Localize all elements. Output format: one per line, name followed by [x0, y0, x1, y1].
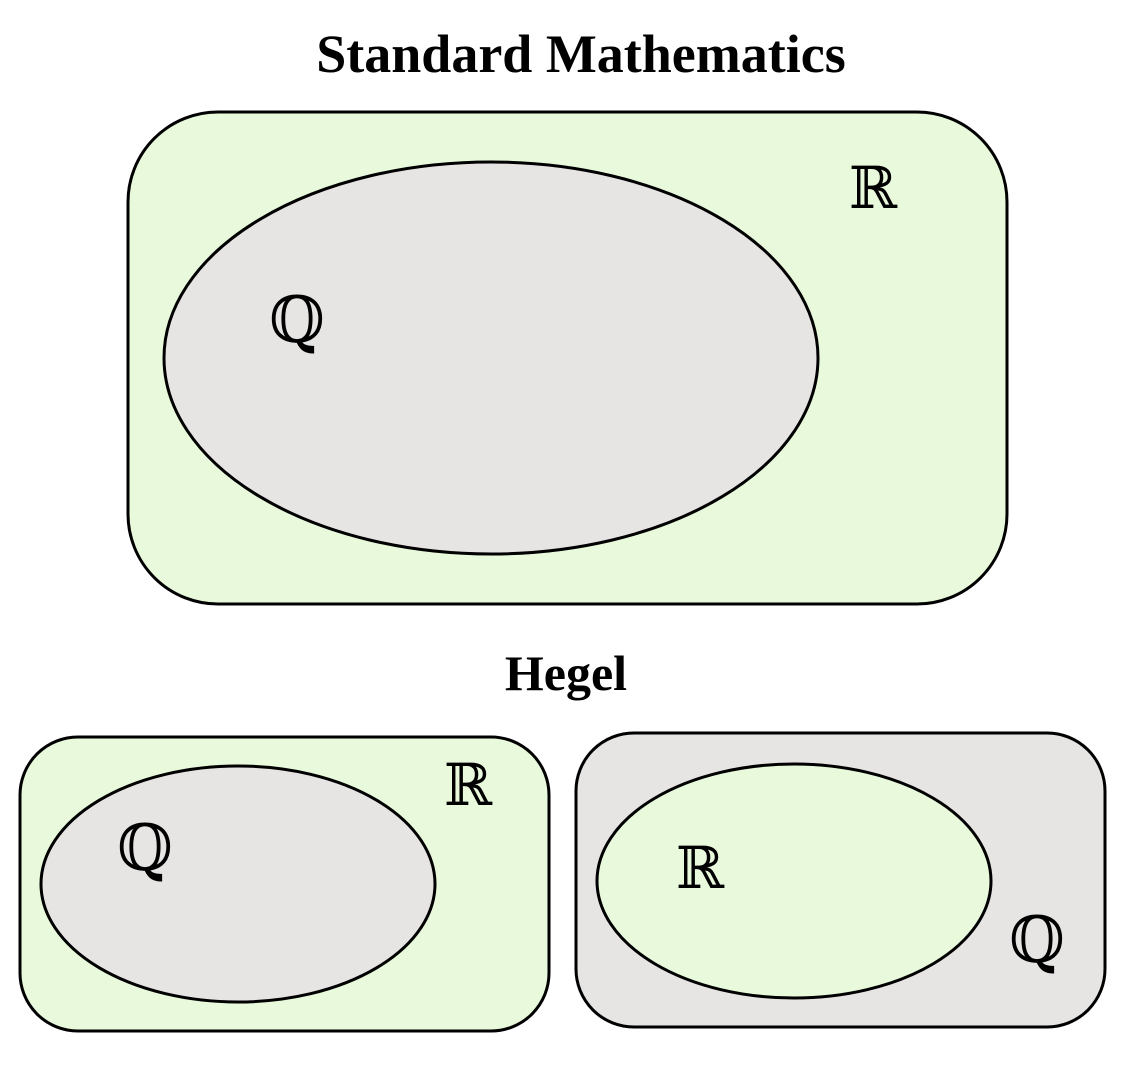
hegel-left-rationals-set — [39, 764, 437, 1004]
standard-mathematics-title: Standard Mathematics — [316, 24, 845, 84]
hegel-title: Hegel — [505, 645, 627, 701]
standard-rationals-set — [162, 160, 820, 556]
standard-reals-label: ℝ — [849, 154, 898, 222]
hegel-left-rationals-label: ℚ — [117, 812, 173, 886]
hegel-right-rationals-label: ℚ — [1009, 904, 1065, 978]
hegel-right-diagram: ℝ ℚ — [574, 731, 1107, 1029]
hegel-right-reals-label: ℝ — [676, 834, 725, 902]
standard-diagram: ℝ ℚ — [126, 110, 1009, 606]
hegel-left-diagram: ℝ ℚ — [18, 735, 551, 1033]
hegel-left-reals-label: ℝ — [444, 751, 493, 819]
hegel-right-reals-set — [595, 762, 993, 1000]
standard-rationals-label: ℚ — [269, 284, 325, 358]
